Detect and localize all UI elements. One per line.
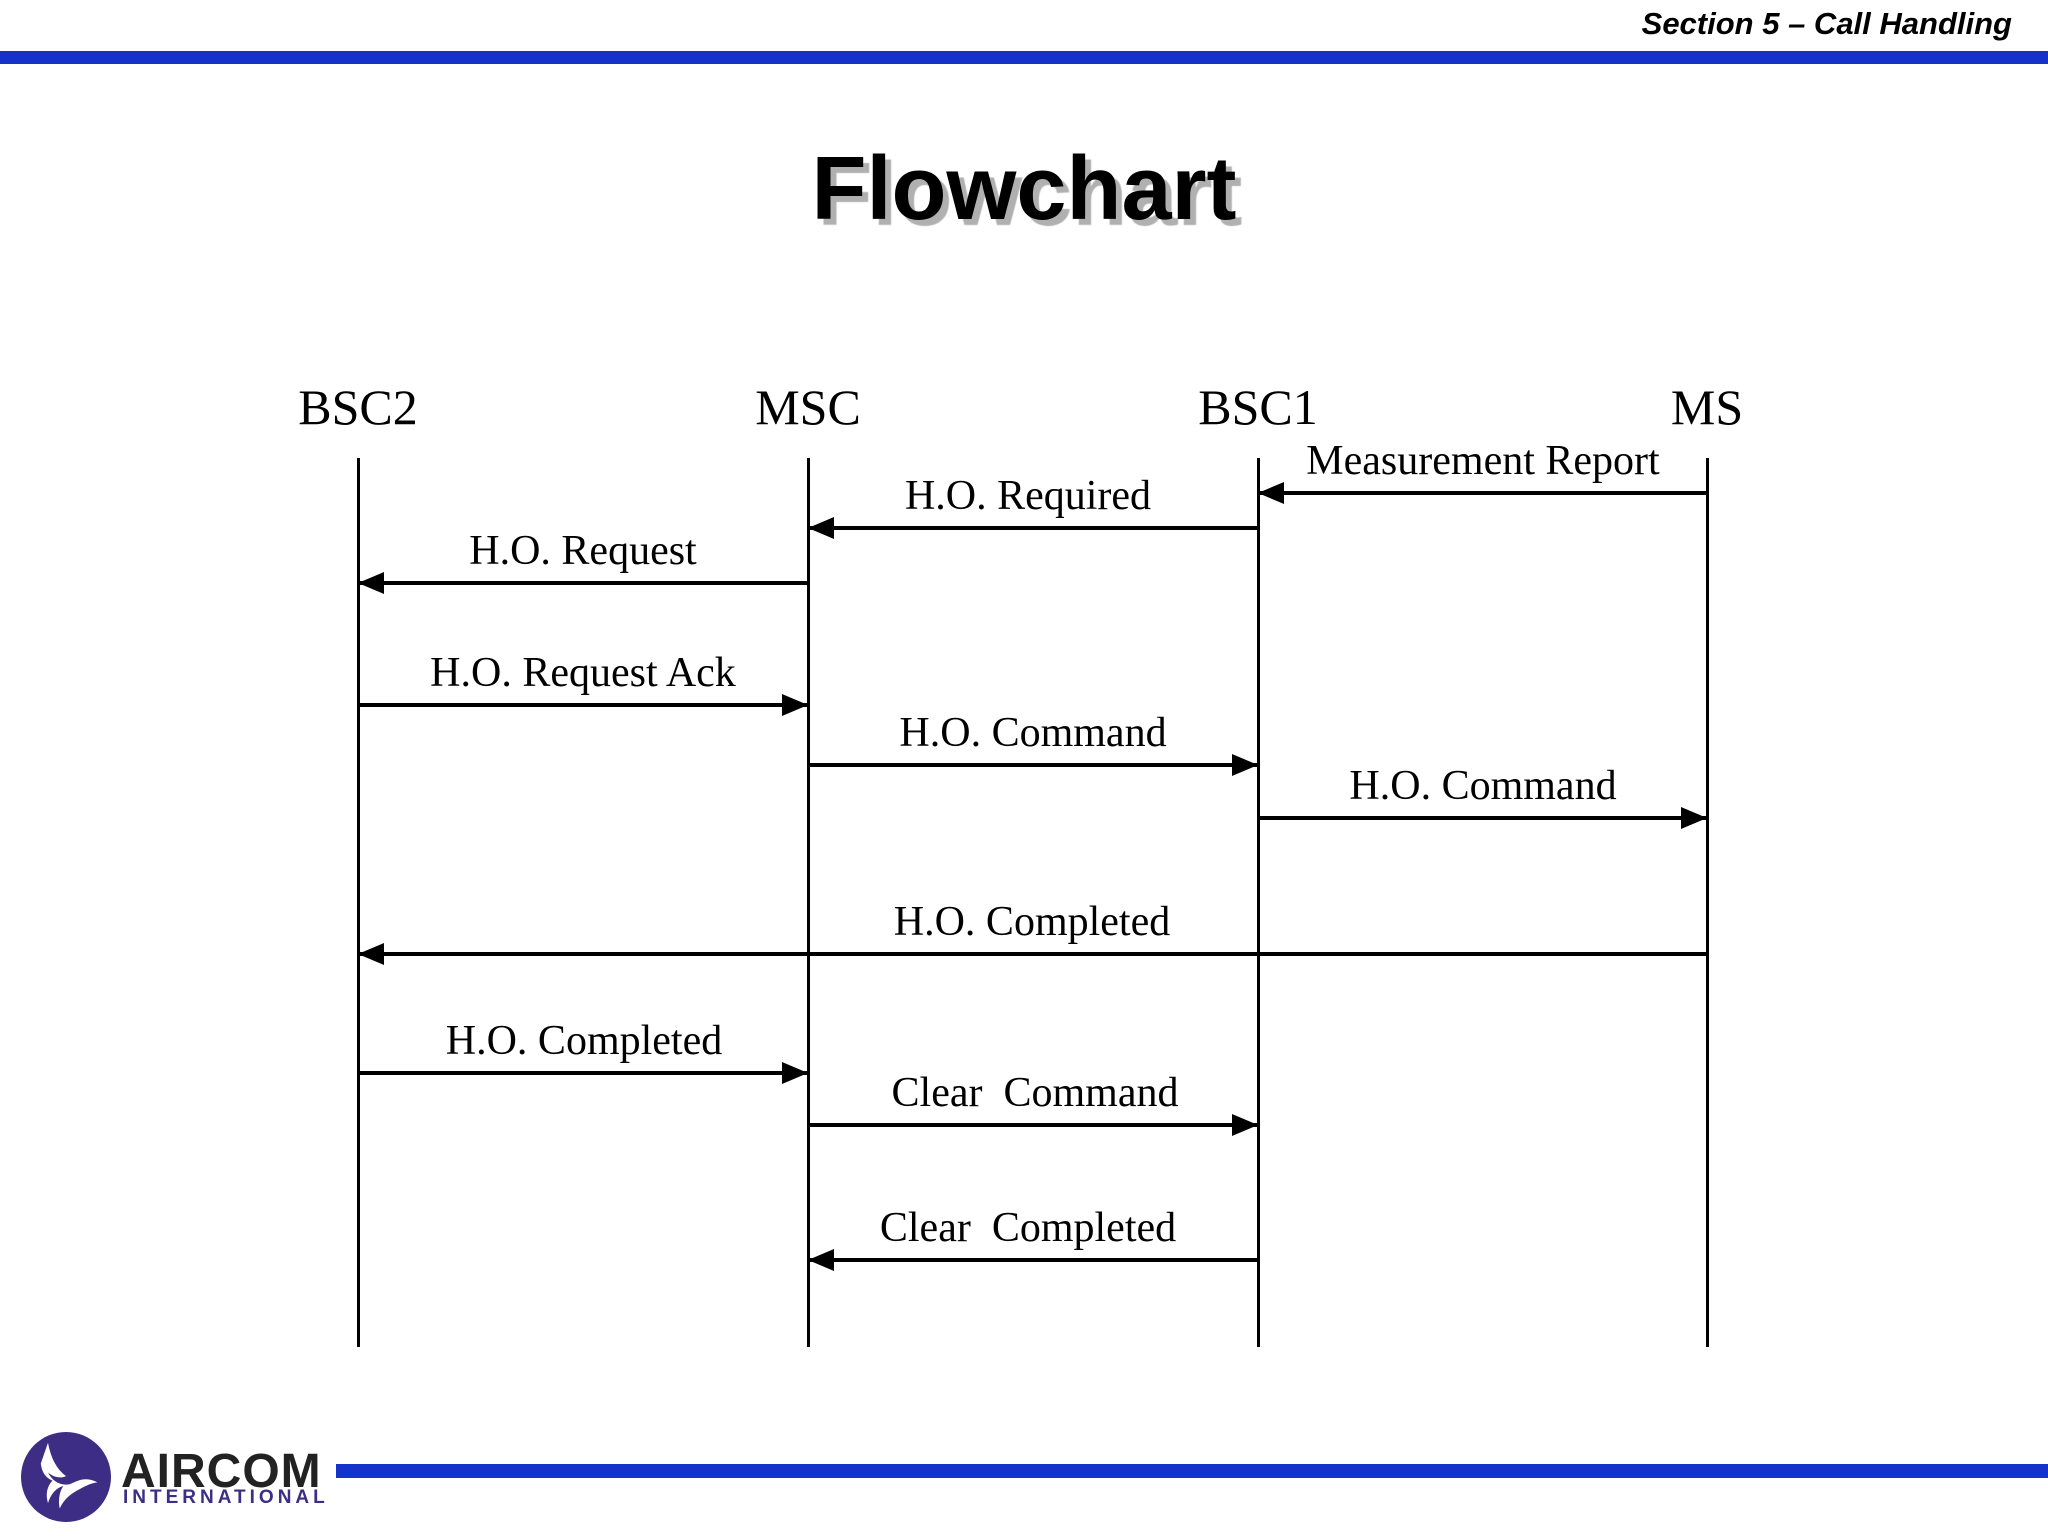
arrowhead-right-icon [1232,1114,1258,1136]
logo-subtitle: INTERNATIONAL [123,1487,329,1508]
arrowhead-left-icon [808,1249,834,1271]
message-arrow-line [1258,816,1707,820]
bird-icon [40,1442,98,1509]
arrowhead-left-icon [358,943,384,965]
logo-circle [21,1432,111,1522]
lifeline-bsc1 [1256,458,1260,1347]
message-label: H.O. Request [469,528,697,574]
message-label: Measurement Report [1306,438,1660,484]
aircom-logo [21,1432,111,1522]
section-header: Section 5 – Call Handling [1641,6,2012,41]
participant-label-bsc2: BSC2 [298,379,418,435]
message-arrow-line [358,1071,808,1075]
message-arrow-line [808,526,1258,530]
lifeline-ms [1705,458,1709,1347]
footer-divider-bar [336,1464,2048,1478]
message-label: H.O. Request Ack [430,650,736,696]
arrowhead-left-icon [358,572,384,594]
arrowhead-left-icon [808,517,834,539]
message-arrow-line [1258,491,1707,495]
message-label: Clear Completed [879,1205,1177,1251]
message-label: H.O. Command [1349,763,1617,809]
message-label: H.O. Completed [893,899,1171,945]
arrowhead-right-icon [782,694,808,716]
participant-label-ms: MS [1670,379,1744,435]
message-arrow-line [808,763,1258,767]
header-divider-bar [0,51,2048,64]
arrowhead-right-icon [1681,807,1707,829]
arrowhead-right-icon [1232,754,1258,776]
message-arrow-line [358,703,808,707]
lifeline-msc [806,458,810,1347]
message-label: H.O. Completed [445,1018,723,1064]
page-title: Flowchart [811,139,1237,239]
logo-wordmark: AIRCOM [121,1445,322,1498]
message-arrow-line [358,581,808,585]
message-label: H.O. Command [899,710,1167,756]
message-label: H.O. Required [904,473,1152,519]
message-arrow-line [808,1258,1258,1262]
message-arrow-line [358,952,1707,956]
message-arrow-line [808,1123,1258,1127]
participant-label-msc: MSC [755,379,861,435]
participant-label-bsc1: BSC1 [1198,379,1318,435]
arrowhead-right-icon [782,1062,808,1084]
message-label: Clear Command [891,1070,1179,1116]
arrowhead-left-icon [1258,482,1284,504]
lifeline-bsc2 [356,458,360,1347]
